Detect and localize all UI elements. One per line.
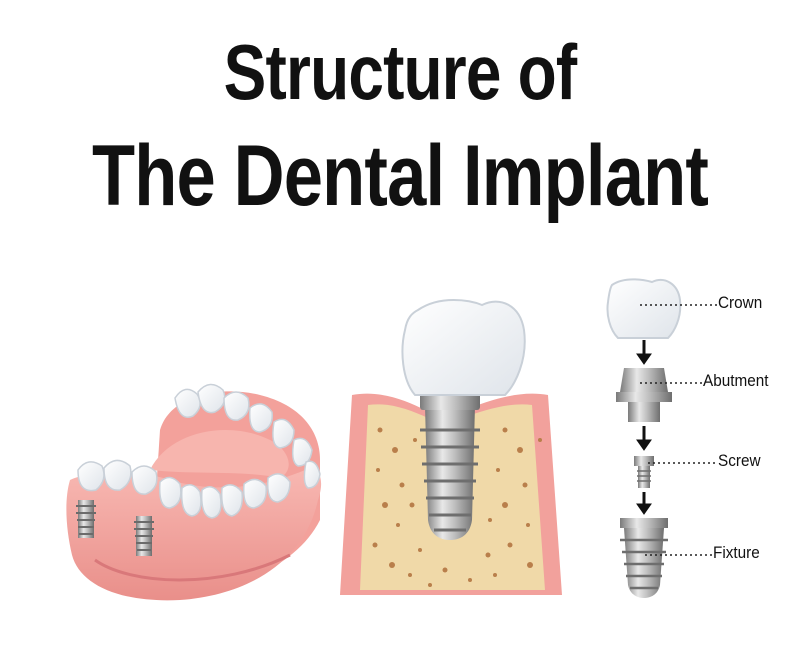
fixture-label: Fixture (713, 543, 760, 562)
denture-illustration (66, 383, 322, 601)
implant-threads (420, 428, 480, 532)
crown-part (606, 278, 682, 339)
title-line-2: The Dental Implant (91, 128, 709, 224)
crown-label: Crown (718, 293, 763, 312)
implant-cross-section (340, 299, 562, 595)
arrow-1 (636, 340, 652, 365)
denture-implant-post-2 (134, 516, 154, 556)
screw-part (634, 456, 654, 488)
fixture-part (620, 518, 668, 598)
abutment-part (616, 368, 672, 422)
arrow-3 (636, 492, 652, 515)
abutment-label: Abutment (703, 371, 769, 390)
arrow-2 (636, 426, 652, 451)
exploded-parts (606, 278, 717, 598)
screw-label: Screw (718, 451, 761, 470)
denture-implant-post-1 (76, 500, 96, 538)
title-line-1: Structure of (223, 28, 577, 116)
bone-texture (372, 427, 542, 587)
